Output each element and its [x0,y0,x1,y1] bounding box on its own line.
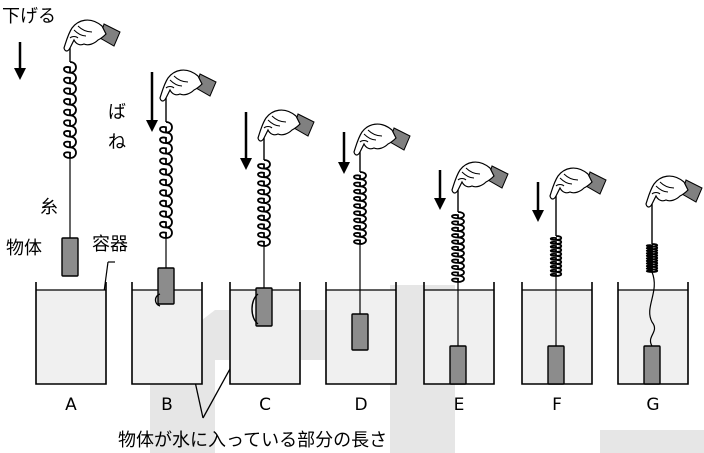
object-label: 物体 [6,238,42,259]
panel-A [14,19,121,385]
lower-label: 下げる [2,6,56,27]
object-D [351,313,369,351]
water-A [36,290,106,384]
hand-fingers [263,115,287,129]
hand-icon-B [159,69,217,102]
hand-icon-F [549,167,607,200]
hand-fingers [165,75,189,89]
object-G [643,345,661,385]
container-C [229,282,301,385]
spring-coil-E [451,211,465,283]
panel-D [325,123,411,385]
panel-C [229,109,315,385]
object-F [547,345,565,385]
container-leader-2 [103,261,109,293]
hand-icon-G [645,175,703,208]
hand-icon-E [451,161,509,194]
spring-coil-B [159,121,173,239]
panel-letters: A B C D E F G [65,395,659,415]
panel-letter-D: D [354,395,367,415]
panel-letter-F: F [552,395,562,415]
spring-coil-D [353,171,367,245]
spring-path [353,171,367,245]
spring-coil-F [549,235,563,277]
container-B [131,282,203,385]
hand-fingers [555,173,579,187]
panels-group [14,19,703,385]
hand-icon-C [257,109,315,142]
spring-coil-C [257,159,271,247]
spring-coil-A [63,61,77,159]
container-A [35,282,107,385]
down-arrow-icon-C [240,158,252,170]
container-D [325,282,397,385]
panel-F [521,167,607,385]
thread-label: 糸 [40,197,58,218]
panel-letter-E: E [454,395,465,415]
hand-icon-D [353,123,411,156]
down-arrow-icon-B [146,120,158,132]
down-arrow-icon-D [338,162,350,174]
object-C [255,287,273,327]
panel-B [131,69,217,385]
panel-E [423,161,509,385]
hand-fingers [69,25,93,39]
hand-fingers [651,181,675,195]
panel-letter-A: A [65,395,77,415]
panel-G [617,175,703,385]
spring-path [257,159,271,247]
down-arrow-icon-E [434,198,446,210]
spring-path [451,211,465,283]
spring-path [63,61,77,159]
spring-coil-G [645,243,659,273]
hand-icon-A [63,19,121,52]
spring-path [549,235,563,277]
panel-letter-C: C [259,395,271,415]
panel-letter-G: G [646,395,659,415]
bracket-b [154,293,161,307]
panel-letter-B: B [161,395,173,415]
thread-G [649,271,656,347]
spring-path [645,243,659,273]
spring-path [159,121,173,239]
spring-label: ばね [108,102,126,153]
object-B [157,267,175,305]
down-arrow-icon-F [532,210,544,222]
water-B [132,290,202,384]
bracket-c [251,293,259,325]
container-label: 容器 [92,234,128,255]
object-E [449,345,467,385]
object-A [61,237,79,277]
submerged-length-label: 物体が水に入っている部分の長さ [118,430,387,451]
hand-fingers [457,167,481,181]
down-arrow-icon-A [14,68,26,80]
hand-fingers [359,129,383,143]
